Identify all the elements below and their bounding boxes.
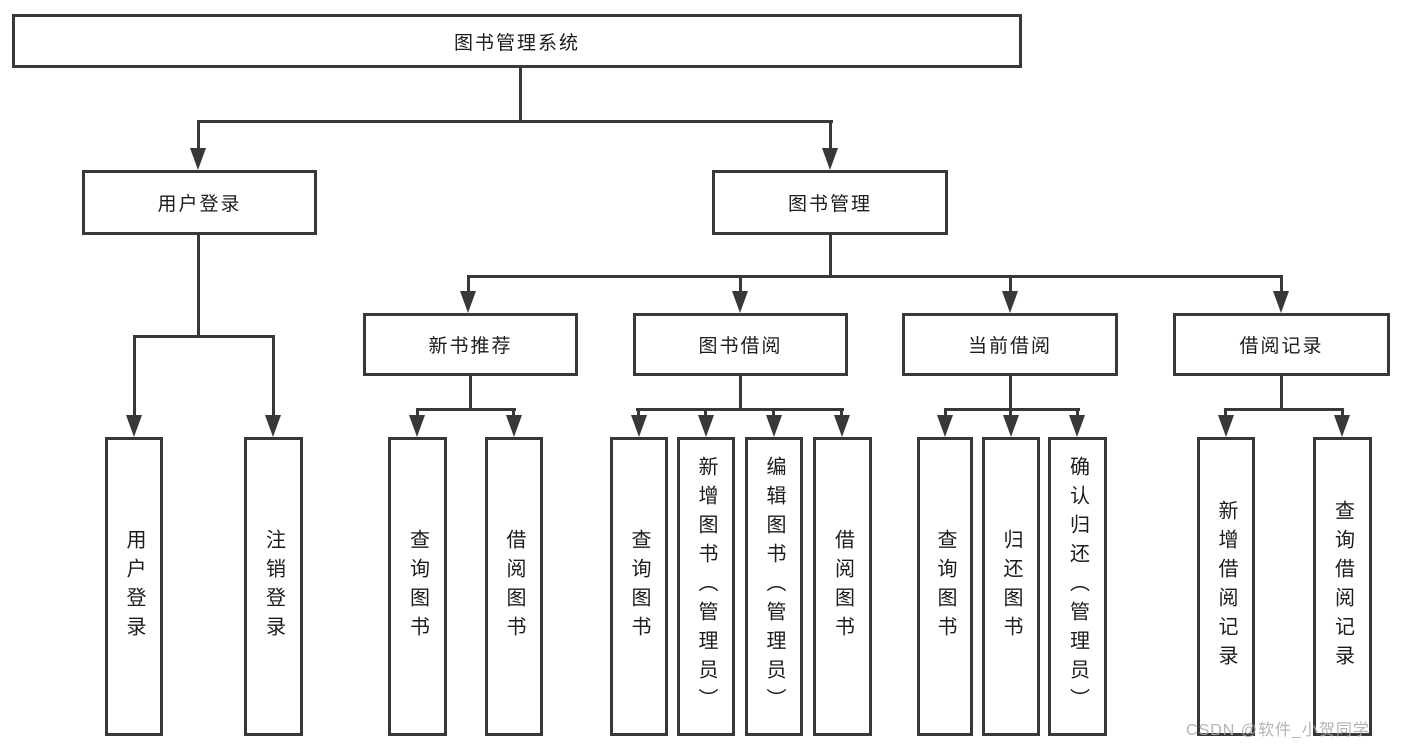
arrow-down-icon <box>265 415 281 437</box>
leaf-label: 确认归还（管理员） <box>1066 456 1089 717</box>
connector-line <box>197 235 200 338</box>
leaf-borrow-books: 借阅图书 <box>813 437 872 736</box>
leaf-return-books: 归还图书 <box>982 437 1040 736</box>
arrow-down-icon <box>834 415 850 437</box>
connector-line <box>829 120 832 150</box>
arrow-down-icon <box>460 291 476 313</box>
node-current-borrowing: 当前借阅 <box>902 313 1118 376</box>
connector-line <box>636 408 844 411</box>
connector-line <box>944 408 1080 411</box>
leaf-label: 借阅图书 <box>831 528 854 645</box>
leaf-label: 新增图书（管理员） <box>695 456 717 717</box>
connector-line <box>739 275 742 295</box>
leaf-add-borrow-record: 新增借阅记录 <box>1197 437 1255 736</box>
arrow-down-icon <box>1069 415 1085 437</box>
leaf-label: 归还图书 <box>1000 528 1022 645</box>
connector-line <box>133 335 136 417</box>
connector-line <box>1280 376 1283 411</box>
leaf-label: 编辑图书（管理员） <box>763 456 785 717</box>
connector-line <box>1009 275 1012 295</box>
node-label: 新书推荐 <box>428 336 513 357</box>
node-book-borrowing: 图书借阅 <box>633 313 848 376</box>
leaf-borrow-books: 借阅图书 <box>485 437 543 736</box>
leaf-label: 用户登录 <box>123 528 145 645</box>
connector-line <box>704 408 707 418</box>
leaf-logout: 注销登录 <box>244 437 303 736</box>
node-label: 图书借阅 <box>698 336 783 357</box>
connector-line <box>944 408 947 418</box>
connector-line <box>772 408 775 418</box>
leaf-edit-books-admin: 编辑图书（管理员） <box>745 437 803 736</box>
connector-line <box>829 235 832 278</box>
connector-line <box>1224 408 1227 418</box>
arrow-down-icon <box>822 148 838 170</box>
arrow-down-icon <box>126 415 142 437</box>
node-label: 借阅记录 <box>1239 336 1324 357</box>
connector-line <box>469 376 472 411</box>
connector-line <box>1076 408 1079 418</box>
connector-line <box>512 408 515 418</box>
arrow-down-icon <box>766 415 782 437</box>
connector-line <box>840 408 843 418</box>
connector-line <box>197 120 833 123</box>
arrow-down-icon <box>1002 291 1018 313</box>
connector-line <box>272 335 275 417</box>
arrow-down-icon <box>1273 291 1289 313</box>
arrow-down-icon <box>631 415 647 437</box>
arrow-down-icon <box>1334 415 1350 437</box>
leaf-query-books: 查询图书 <box>917 437 973 736</box>
connector-line <box>416 408 516 411</box>
leaf-user-login: 用户登录 <box>105 437 163 736</box>
arrow-down-icon <box>190 148 206 170</box>
connector-line <box>1009 408 1012 418</box>
leaf-query-borrow-record: 查询借阅记录 <box>1313 437 1372 736</box>
connector-line <box>416 408 419 418</box>
leaf-label: 查询图书 <box>628 528 650 645</box>
arrow-down-icon <box>1003 415 1019 437</box>
node-user-login: 用户登录 <box>82 170 317 235</box>
connector-line <box>1280 275 1283 295</box>
arrow-down-icon <box>1218 415 1234 437</box>
node-borrowing-records: 借阅记录 <box>1173 313 1390 376</box>
leaf-query-books: 查询图书 <box>610 437 668 736</box>
leaf-label: 新增借阅记录 <box>1215 499 1237 674</box>
connector-line <box>467 275 1283 278</box>
leaf-confirm-return-admin: 确认归还（管理员） <box>1048 437 1107 736</box>
connector-line <box>1341 408 1344 418</box>
connector-line <box>197 120 200 150</box>
node-library-management-system: 图书管理系统 <box>12 14 1022 68</box>
node-new-book-recommendation: 新书推荐 <box>363 313 578 376</box>
leaf-label: 查询图书 <box>406 528 429 645</box>
connector-line <box>133 335 275 338</box>
node-label: 图书管理 <box>787 194 872 215</box>
connector-line <box>739 376 742 411</box>
connector-line <box>519 68 522 122</box>
connector-line <box>467 275 470 295</box>
leaf-label: 借阅图书 <box>503 528 525 645</box>
arrow-down-icon <box>937 415 953 437</box>
leaf-label: 查询图书 <box>934 528 956 645</box>
csdn-watermark: CSDN @软件_小贺同学 <box>1186 722 1370 739</box>
leaf-query-books: 查询图书 <box>388 437 447 736</box>
arrow-down-icon <box>506 415 522 437</box>
node-label: 当前借阅 <box>967 336 1052 357</box>
connector-line <box>1224 408 1344 411</box>
node-label: 用户登录 <box>157 194 242 215</box>
node-label: 图书管理系统 <box>453 32 580 54</box>
connector-line <box>1009 376 1012 411</box>
leaf-add-books-admin: 新增图书（管理员） <box>677 437 735 736</box>
leaf-label: 查询借阅记录 <box>1331 499 1354 674</box>
leaf-label: 注销登录 <box>262 528 285 645</box>
arrow-down-icon <box>732 291 748 313</box>
arrow-down-icon <box>698 415 714 437</box>
connector-line <box>637 408 640 418</box>
arrow-down-icon <box>409 415 425 437</box>
node-book-management: 图书管理 <box>712 170 948 235</box>
